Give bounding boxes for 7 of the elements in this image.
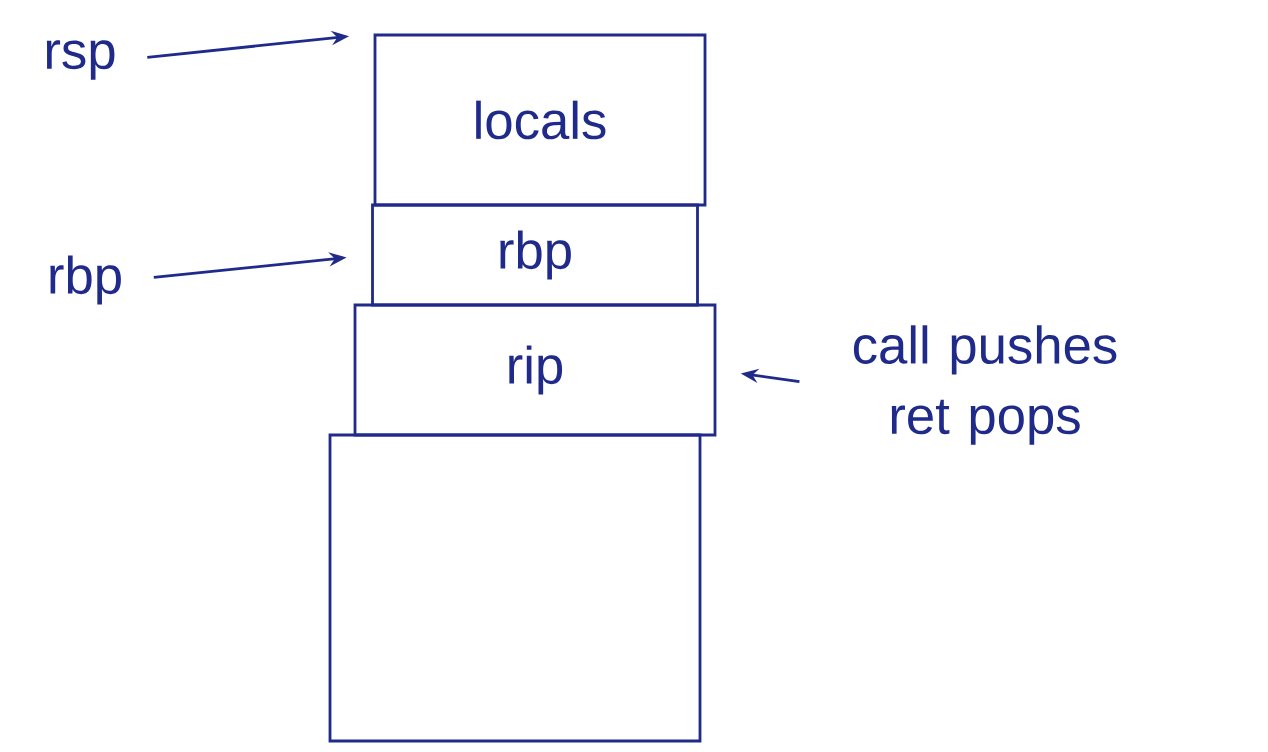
register-label: rsp (46, 40, 115, 80)
stack-frame-box: rbp (371, 203, 699, 307)
stack-frame-box: rip (353, 303, 717, 437)
stack-frame-box (328, 433, 702, 743)
register-label: rbp (50, 255, 121, 305)
note-text: call pushes ret pops (853, 325, 1117, 445)
stack-frame-box: locals (373, 33, 707, 207)
